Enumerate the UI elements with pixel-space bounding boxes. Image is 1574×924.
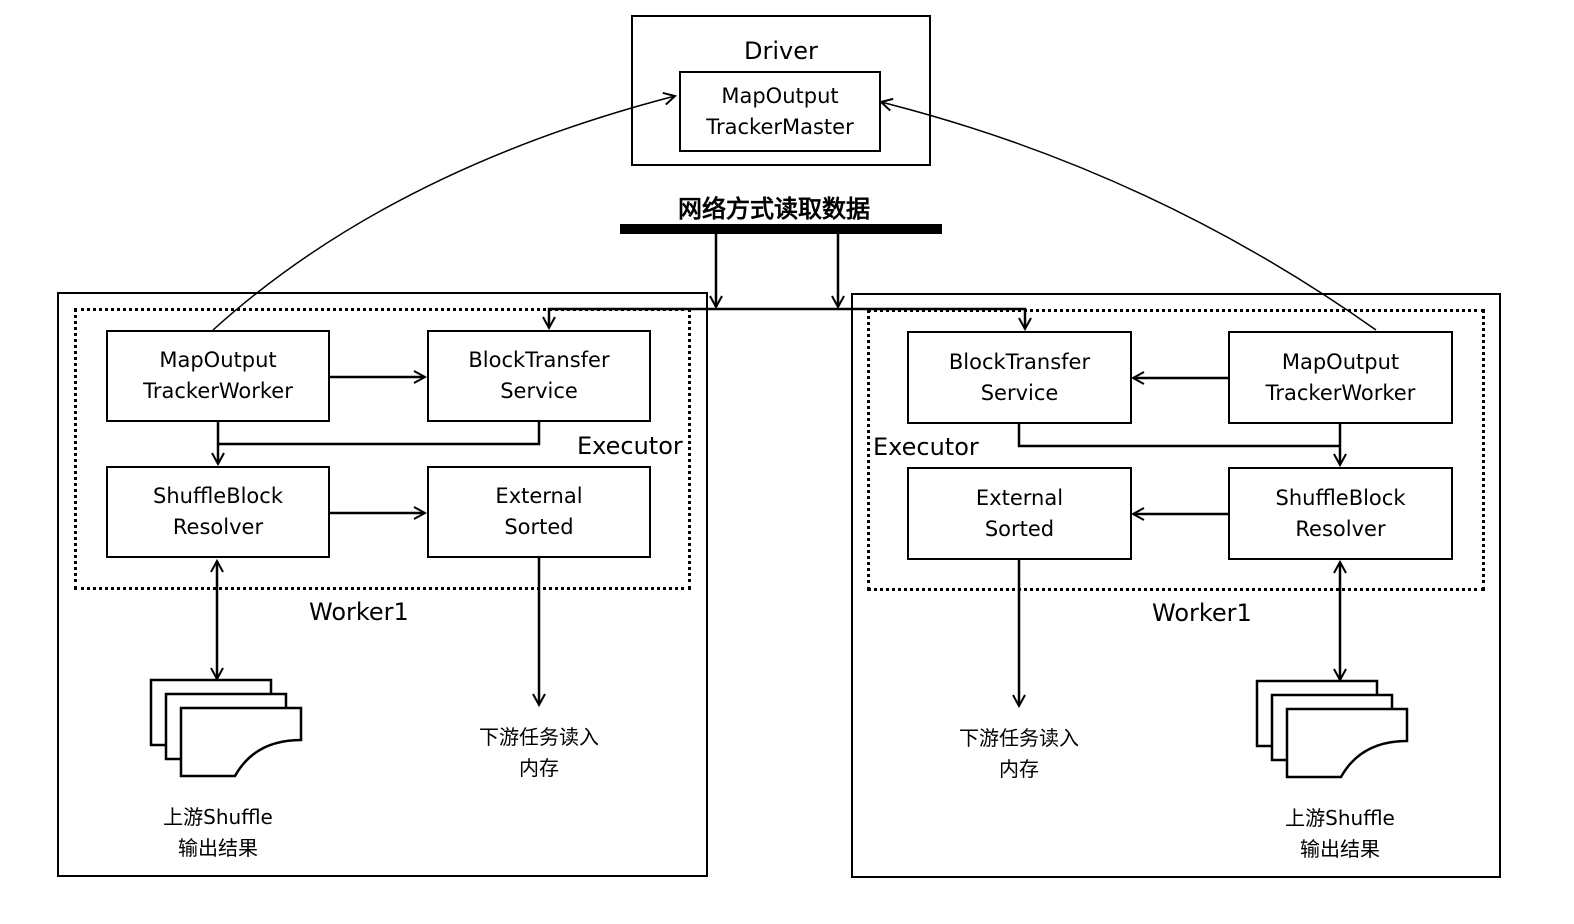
right-downstream-caption: 下游任务读入 内存 xyxy=(959,726,1079,781)
network-read-label: 网络方式读取数据 xyxy=(678,195,870,223)
left-executor-label: Executor xyxy=(577,432,683,460)
right-map-output-tracker-worker: MapOutput TrackerWorker xyxy=(1228,331,1453,424)
left-upstream-caption: 上游Shuffle 输出结果 xyxy=(163,805,273,860)
right-executor-frame xyxy=(867,309,1485,591)
right-tracker-worker-label: MapOutput TrackerWorker xyxy=(1265,349,1416,405)
left-worker-frame xyxy=(57,292,708,877)
left-block-transfer-service: BlockTransfer Service xyxy=(427,330,651,422)
right-tracker-to-master-curve xyxy=(881,102,1377,331)
right-shuffle-files-icon xyxy=(1255,679,1409,779)
left-external-sorted-label: External Sorted xyxy=(495,484,583,539)
right-block-transfer-label: BlockTransfer Service xyxy=(948,349,1091,405)
left-block-transfer-label: BlockTransfer Service xyxy=(468,348,610,403)
left-shuffle-files-icon xyxy=(149,678,303,778)
left-tracker-to-master-curve xyxy=(212,96,675,331)
right-shuffle-resolver-label: ShuffleBlock Resolver xyxy=(1275,485,1406,541)
right-block-transfer-service: BlockTransfer Service xyxy=(907,331,1132,424)
left-tracker-worker-label: MapOutput TrackerWorker xyxy=(143,348,293,403)
right-upstream-caption: 上游Shuffle 输出结果 xyxy=(1285,806,1395,861)
left-external-sorted: External Sorted xyxy=(427,466,651,558)
map-output-tracker-master: MapOutput TrackerMaster xyxy=(679,71,881,152)
left-executor-frame xyxy=(74,308,691,590)
right-external-sorted: External Sorted xyxy=(907,467,1132,560)
right-shuffle-block-resolver: ShuffleBlock Resolver xyxy=(1228,467,1453,560)
left-map-output-tracker-worker: MapOutput TrackerWorker xyxy=(106,330,330,422)
left-shuffle-block-resolver: ShuffleBlock Resolver xyxy=(106,466,330,558)
right-external-sorted-label: External Sorted xyxy=(975,485,1064,541)
network-bar xyxy=(620,224,942,234)
left-shuffle-resolver-label: ShuffleBlock Resolver xyxy=(153,484,283,539)
left-transfer-to-resolver xyxy=(218,422,541,446)
driver-frame xyxy=(631,15,931,166)
right-transfer-to-resolver xyxy=(1017,424,1340,448)
left-downstream-caption: 下游任务读入 内存 xyxy=(479,725,599,780)
driver-title: Driver xyxy=(744,37,818,65)
right-worker-label: Worker1 xyxy=(1152,599,1252,627)
map-output-tracker-master-label: MapOutput TrackerMaster xyxy=(706,83,854,139)
left-worker-label: Worker1 xyxy=(309,598,409,626)
right-worker-frame xyxy=(851,293,1501,878)
right-executor-label: Executor xyxy=(873,433,979,461)
